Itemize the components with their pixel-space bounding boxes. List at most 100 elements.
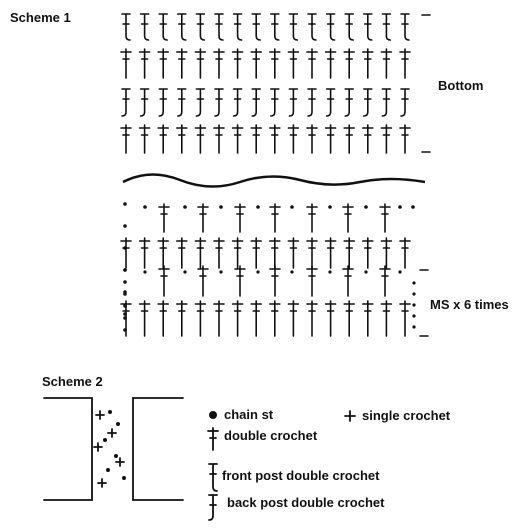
chain-st-dot (123, 202, 127, 206)
single-crochet-symbol (93, 442, 103, 452)
back-post-dc-symbol (344, 88, 354, 117)
double-crochet-symbol (120, 300, 132, 337)
chain-st-dot (364, 270, 368, 274)
fpdc-stem (344, 13, 354, 41)
double-crochet-symbol (231, 48, 244, 79)
double-crochet-symbol (176, 48, 188, 79)
bpdc-stem (232, 88, 243, 117)
front-post-dc-symbol (307, 13, 317, 41)
double-crochet-symbol (324, 237, 337, 269)
double-crochet-symbol (343, 48, 356, 79)
double-crochet-symbol (120, 124, 132, 154)
double-crochet-symbol (380, 300, 393, 337)
bpdc-stem (325, 88, 336, 117)
chain-st-dot (412, 292, 416, 296)
chain-st-dot (123, 268, 127, 272)
back-post-dc-symbol (139, 88, 150, 117)
back-post-dc-symbol (232, 88, 243, 117)
fpdc-stem (251, 13, 261, 41)
back-post-dc-symbol (400, 88, 410, 117)
double-crochet-symbol (138, 237, 151, 269)
back-post-dc-symbol (381, 88, 392, 117)
double-crochet-symbol (194, 124, 207, 154)
double-crochet-symbol (268, 237, 281, 269)
double-crochet-symbol (231, 237, 244, 269)
chain-st-icon (209, 411, 217, 419)
front-post-dc-symbol (270, 13, 280, 41)
chain-st-dot (412, 314, 416, 318)
double-crochet-symbol (158, 203, 170, 233)
bpdc-stem (139, 88, 150, 117)
double-crochet-symbol (342, 203, 354, 233)
double-crochet-symbol (157, 124, 169, 154)
double-crochet-symbol (157, 48, 169, 79)
double-crochet-symbol (399, 300, 411, 337)
fpdc-stem (214, 13, 224, 41)
double-crochet-symbol (197, 265, 209, 297)
chain-st-dot (123, 280, 127, 284)
bpdc-stem (363, 88, 373, 117)
bpdc-stem (158, 88, 168, 117)
double-crochet-symbol (120, 237, 132, 269)
bottom-label: Bottom (438, 78, 484, 93)
double-crochet-symbol (176, 300, 188, 337)
back-post-dc-symbol (177, 88, 187, 117)
double-crochet-symbol (176, 237, 188, 269)
double-crochet-symbol (306, 203, 318, 233)
chain-st-dot (123, 292, 127, 296)
double-crochet-symbol (306, 300, 318, 337)
back-post-dc-symbol (208, 494, 218, 521)
back-post-dc-symbol (214, 88, 224, 117)
double-crochet-symbol (213, 300, 225, 337)
chain-st-dot (290, 205, 294, 209)
bpdc-stem (400, 88, 410, 117)
double-crochet-symbol (343, 237, 356, 269)
chain-st-dot (219, 270, 223, 274)
single-crochet-symbol (95, 410, 105, 420)
front-post-dc-symbol (288, 13, 299, 41)
double-crochet-symbol (287, 124, 300, 154)
bpdc-stem (381, 88, 392, 117)
chain-st-dot (364, 205, 368, 209)
double-crochet-symbol (380, 48, 393, 79)
double-crochet-symbol (250, 48, 263, 79)
bpdc-stem (270, 88, 280, 117)
legend-single-crochet-label: single crochet (362, 408, 451, 423)
front-post-dc-symbol (251, 13, 261, 41)
chain-st-dot (122, 476, 126, 480)
chain-st-dot (328, 270, 332, 274)
double-crochet-symbol (379, 203, 391, 233)
double-crochet-symbol (138, 300, 151, 337)
double-crochet-symbol (379, 265, 391, 297)
double-crochet-symbol (213, 237, 225, 269)
double-crochet-symbol (158, 265, 170, 297)
double-crochet-symbol (138, 124, 151, 154)
bpdc-stem (307, 88, 317, 117)
back-post-dc-symbol (158, 88, 168, 117)
bpdc-stem (214, 88, 224, 117)
fpdc-stem (363, 13, 373, 41)
fpdc-stem (400, 13, 410, 41)
fpdc-stem (270, 13, 280, 41)
double-crochet-symbol (268, 48, 281, 79)
double-crochet-symbol (213, 48, 225, 79)
double-crochet-symbol (194, 300, 207, 337)
double-crochet-symbol (399, 237, 411, 269)
double-crochet-symbol (231, 300, 244, 337)
chain-st-dot (412, 303, 416, 307)
ms-repeat-label: MS x 6 times (430, 297, 509, 312)
legend-chain-st-label: chain st (224, 407, 274, 422)
front-post-dc-symbol (121, 13, 131, 41)
legend-back-post-label: back post double crochet (227, 495, 385, 510)
bpdc-stem (195, 88, 206, 117)
bpdc-stem (288, 88, 299, 117)
double-crochet-symbol (268, 124, 281, 154)
scheme2-right-bracket (132, 397, 184, 501)
front-post-dc-symbol (177, 13, 187, 41)
back-post-dc-symbol (288, 88, 299, 117)
scheme2-left-bracket (43, 397, 93, 501)
double-crochet-symbol (207, 427, 219, 451)
single-crochet-symbol (107, 428, 117, 438)
back-post-dc-symbol (307, 88, 317, 117)
